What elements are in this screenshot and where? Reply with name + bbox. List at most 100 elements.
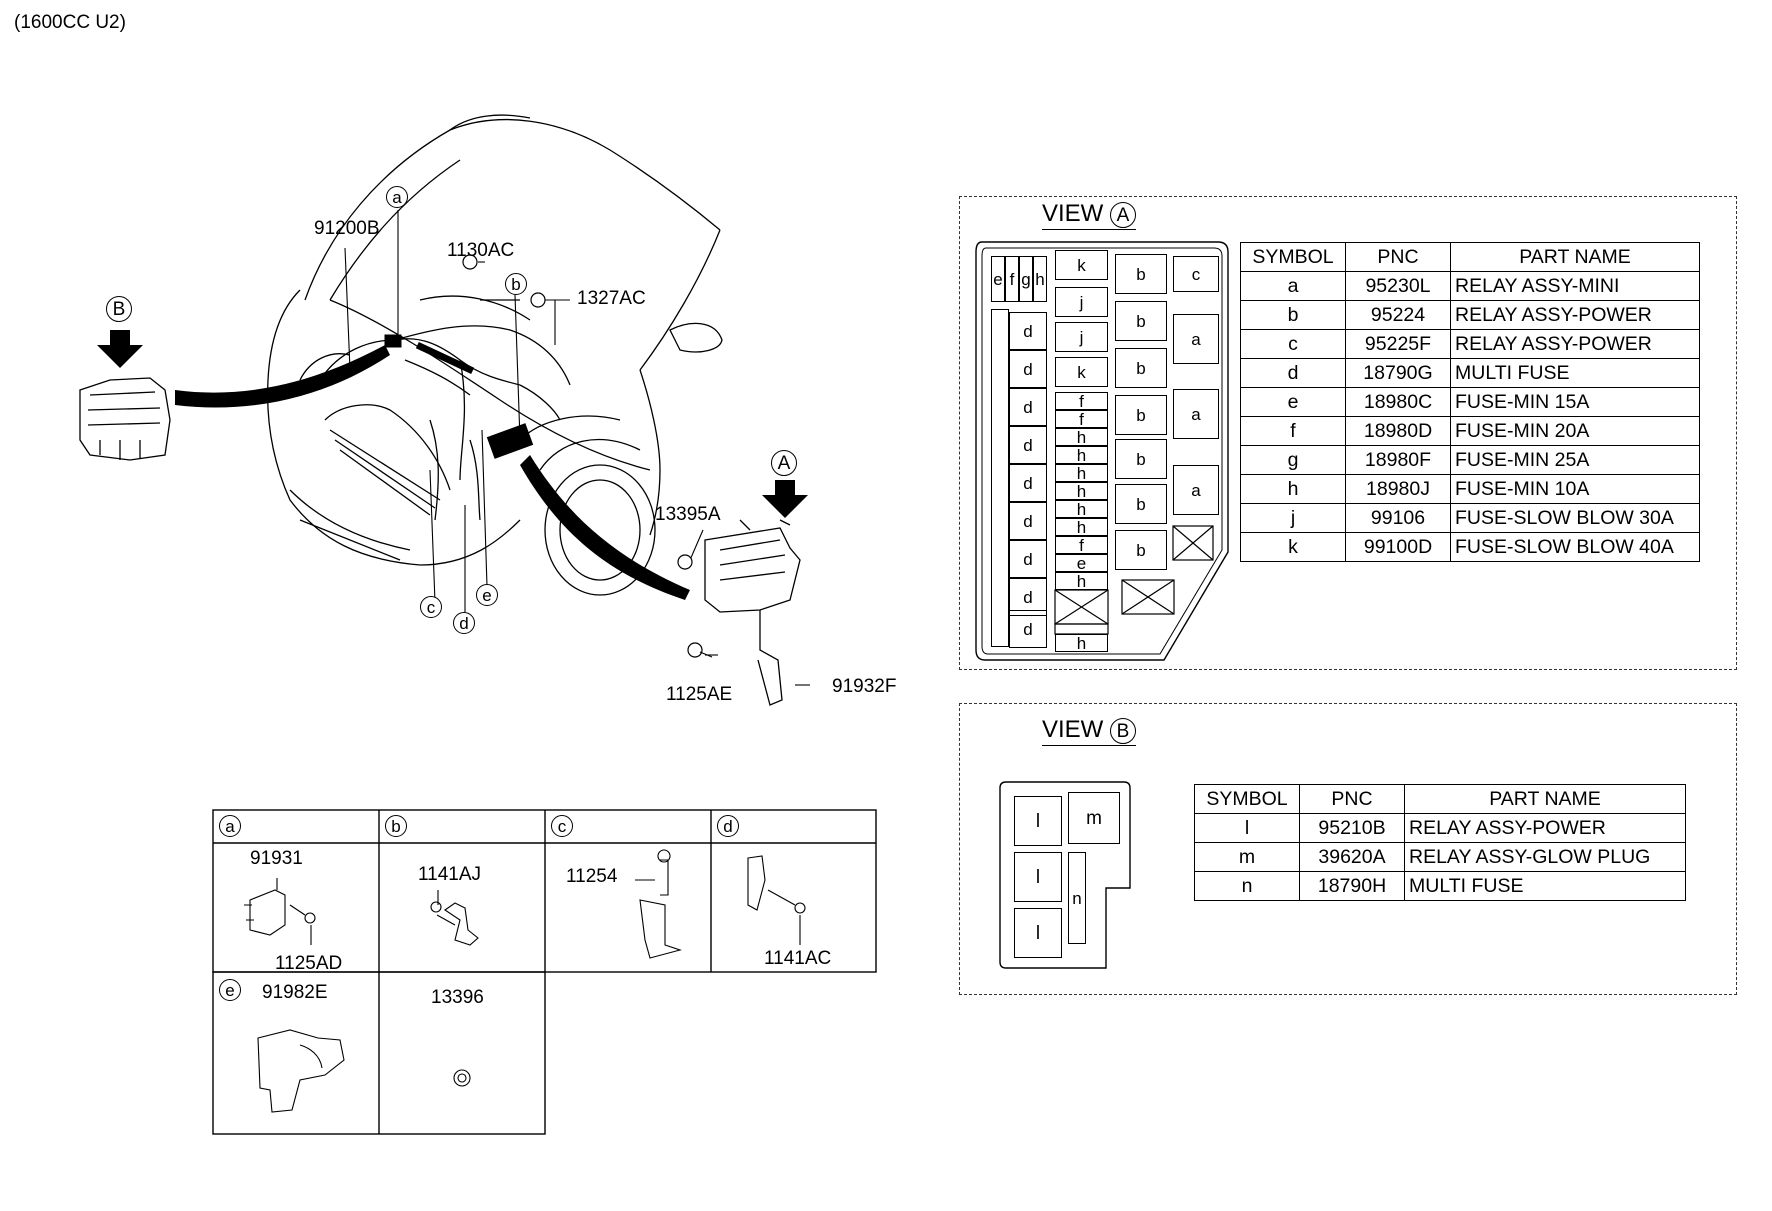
detail-b-part-1: 1141AJ	[418, 864, 482, 885]
view-b-marker: B	[1110, 717, 1137, 744]
multi-fuse-d1: d	[1009, 312, 1047, 350]
detail-key-d: d	[717, 815, 739, 837]
view-a-title: VIEW A	[1042, 200, 1137, 230]
callout-1125ae: 1125AE	[666, 684, 733, 705]
relay-m: m	[1068, 792, 1120, 844]
col-header-pnc: PNC	[1299, 784, 1405, 814]
marker-b: b	[505, 273, 527, 295]
fuse-slot-h: h	[1033, 256, 1047, 302]
cell-symbol: c	[1240, 329, 1346, 359]
col-header-symbol: SYMBOL	[1240, 242, 1346, 272]
view-a-title-text: VIEW	[1042, 200, 1104, 227]
b-view-arrow	[97, 330, 143, 368]
callout-1130ac: 1130AC	[447, 240, 515, 261]
table-header-row: SYMBOL PNC PART NAME	[1240, 242, 1700, 272]
multi-fuse-d6: d	[1009, 502, 1047, 540]
multi-fuse-d9: d	[1009, 610, 1047, 648]
relay-b4: b	[1115, 395, 1167, 435]
multi-fuse-d3: d	[1009, 388, 1047, 426]
callout-91200b: 91200B	[314, 218, 380, 239]
view-b-title: VIEW B	[1042, 716, 1137, 746]
fuse-slot-f: f	[1005, 256, 1019, 302]
relay-b7: b	[1115, 530, 1167, 570]
cell-symbol: l	[1194, 813, 1300, 843]
mini-fuse-2: f	[1055, 410, 1108, 429]
relay-mini-a2: a	[1173, 389, 1219, 439]
marker-a: a	[386, 186, 408, 208]
cell-part-name: FUSE-MIN 10A	[1450, 474, 1700, 504]
a-pointer-swoosh	[520, 455, 690, 600]
cell-part-name: RELAY ASSY-GLOW PLUG	[1404, 842, 1686, 872]
callout-1327ac: 1327AC	[577, 288, 646, 309]
mini-fuse-1: f	[1055, 392, 1108, 411]
mini-fuse-10: e	[1055, 554, 1108, 573]
view-a-marker: A	[1110, 201, 1137, 228]
cell-pnc: 99106	[1345, 503, 1451, 533]
detail-a-part-1: 91931	[250, 848, 303, 869]
cell-pnc: 95210B	[1299, 813, 1405, 843]
marker-c: c	[420, 596, 442, 618]
multi-fuse-d5: d	[1009, 464, 1047, 502]
relay-b2: b	[1115, 301, 1167, 341]
marker-e: e	[476, 584, 498, 606]
detail-key-c: c	[551, 815, 573, 837]
cell-symbol: h	[1240, 474, 1346, 504]
col-header-part-name: PART NAME	[1450, 242, 1700, 272]
relay-b3: b	[1115, 348, 1167, 388]
cell-pnc: 39620A	[1299, 842, 1405, 872]
fuse-slot-e: e	[991, 256, 1005, 302]
detail-key-a: a	[219, 815, 241, 837]
cell-pnc: 18790G	[1345, 358, 1451, 388]
cell-part-name: FUSE-SLOW BLOW 40A	[1450, 532, 1700, 562]
relay-l1: l	[1014, 796, 1062, 846]
callout-91932f: 91932F	[832, 676, 897, 697]
marker-view-a: A	[771, 450, 797, 476]
detail-c-part-1: 11254	[566, 866, 618, 887]
slow-blow-k2: k	[1055, 357, 1108, 387]
cell-part-name: FUSE-MIN 20A	[1450, 416, 1700, 446]
mini-fuse-6: h	[1055, 482, 1108, 501]
cell-symbol: n	[1194, 871, 1300, 901]
mini-fuse-7: h	[1055, 500, 1108, 519]
marker-view-b: B	[106, 296, 132, 322]
cell-pnc: 18980J	[1345, 474, 1451, 504]
cell-pnc: 18980C	[1345, 387, 1451, 417]
fuse-slot-g: g	[1019, 256, 1033, 302]
detail-key-e: e	[219, 979, 241, 1001]
slow-blow-k1: k	[1055, 250, 1108, 280]
view-b-title-text: VIEW	[1042, 716, 1104, 743]
mini-fuse-bottom: h	[1055, 634, 1108, 653]
cell-part-name: RELAY ASSY-POWER	[1404, 813, 1686, 843]
cell-pnc: 18790H	[1299, 871, 1405, 901]
cell-symbol: k	[1240, 532, 1346, 562]
mini-fuse-8: h	[1055, 518, 1108, 537]
cell-part-name: FUSE-MIN 15A	[1450, 387, 1700, 417]
detail-key-b: b	[385, 815, 407, 837]
col-header-pnc: PNC	[1345, 242, 1451, 272]
cell-part-name: FUSE-SLOW BLOW 30A	[1450, 503, 1700, 533]
view-b-panel	[959, 703, 1737, 995]
mini-fuse-5: h	[1055, 464, 1108, 483]
relay-b1: b	[1115, 254, 1167, 294]
relay-b6: b	[1115, 484, 1167, 524]
cell-symbol: a	[1240, 271, 1346, 301]
callout-13395a: 13395A	[655, 504, 721, 525]
model-label: (1600CC U2)	[14, 12, 126, 33]
detail-f-part-1: 13396	[431, 987, 484, 1008]
marker-d: d	[453, 612, 475, 634]
cell-pnc: 95230L	[1345, 271, 1451, 301]
